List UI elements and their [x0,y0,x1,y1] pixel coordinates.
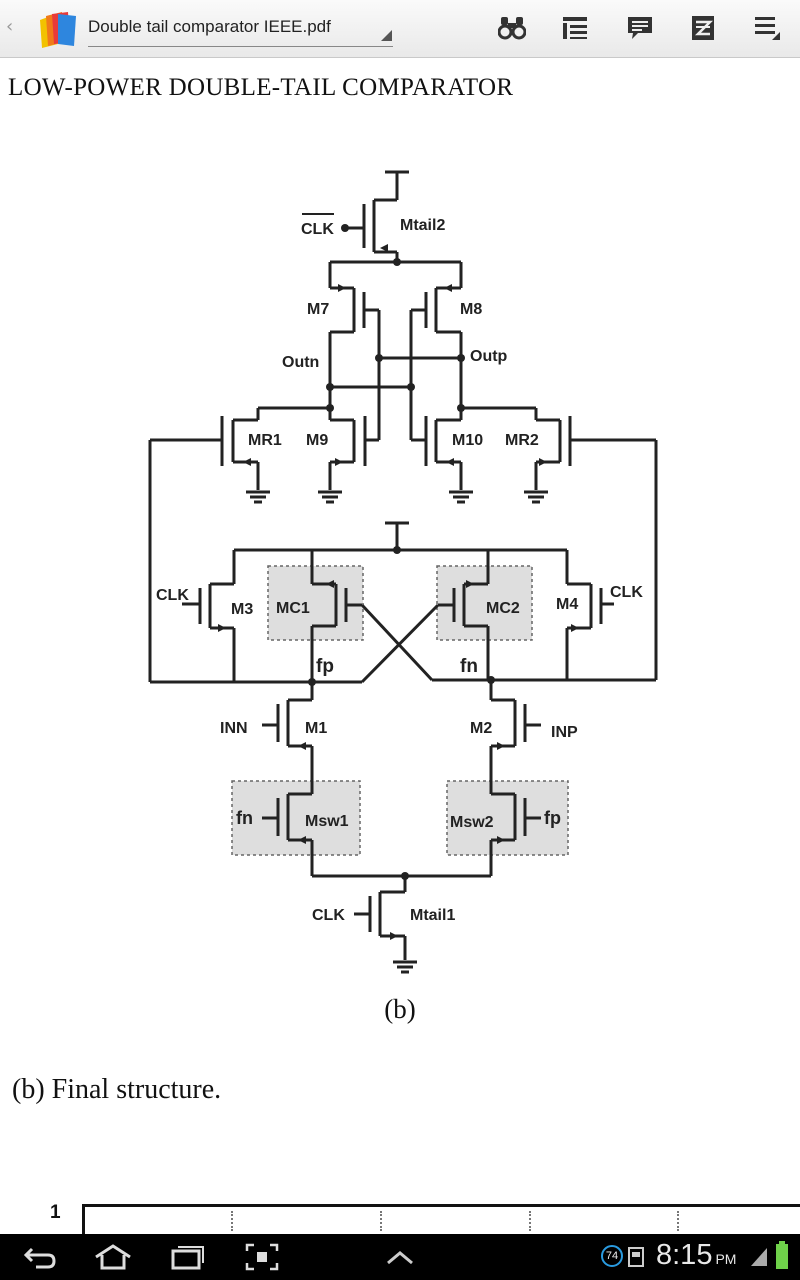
title-underline [88,46,393,47]
circuit-wires [148,170,658,960]
back-button[interactable] [20,1240,60,1274]
home-icon [95,1244,131,1270]
comment-button[interactable] [623,12,657,44]
label-fn: fn [460,656,478,677]
label-clk-bar: CLK [301,221,334,238]
notification-badge[interactable]: 74 [601,1245,623,1267]
binoculars-icon [498,17,526,40]
label-m10: M10 [452,432,483,449]
app-logo-icon[interactable] [34,6,82,52]
label-mtail2: Mtail2 [400,217,445,234]
comment-icon [628,17,652,39]
label-msw2: Msw2 [450,814,494,831]
clock-ampm: PM [715,1251,737,1267]
document-title[interactable]: Double tail comparator IEEE.pdf [88,17,331,36]
find-button[interactable] [495,12,529,44]
label-fn-gate: fn [236,808,253,828]
label-m3: M3 [231,601,253,618]
label-fp-gate: fp [544,808,561,828]
label-m8: M8 [460,301,482,318]
app-toolbar: ‹ Double tail comparator IEEE.pdf [0,0,800,58]
screenshot-icon [245,1243,279,1271]
label-inp: INP [551,724,578,741]
label-clk-left: CLK [156,587,189,604]
screenshot-button[interactable] [244,1240,280,1274]
back-chevron-icon[interactable]: ‹ [6,16,14,37]
label-m9: M9 [306,432,328,449]
outline-icon [563,17,587,39]
table-tick [677,1211,679,1231]
menu-icon [755,17,780,40]
table-fragment [82,1204,800,1234]
menu-up-button[interactable] [382,1240,418,1274]
storage-icon [628,1247,644,1267]
label-inn: INN [220,720,248,737]
label-msw1: Msw1 [305,813,349,830]
battery-icon [776,1241,788,1269]
ground-symbols [244,490,550,974]
label-m4: M4 [556,596,578,613]
menu-button[interactable] [750,12,784,44]
page-heading: LOW-POWER DOUBLE-TAIL COMPARATOR [8,74,514,101]
figure-label: (b) [384,994,416,1024]
table-row-number: 1 [50,1202,61,1223]
title-dropdown-indicator[interactable] [381,30,392,41]
label-m1: M1 [305,720,327,737]
label-clk-bottom: CLK [312,907,345,924]
home-button[interactable] [90,1240,136,1274]
label-mr2: MR2 [505,432,539,449]
label-mr1: MR1 [248,432,282,449]
junction-dots [308,224,495,880]
signal-icon [751,1248,767,1266]
outline-button[interactable] [558,12,592,44]
label-clk-right: CLK [610,584,643,601]
table-tick [231,1211,233,1231]
reflow-button[interactable] [686,12,720,44]
label-mc2: MC2 [486,600,520,617]
label-m7: M7 [307,301,329,318]
label-mc1: MC1 [276,600,310,617]
clock-time: 8:15 [656,1239,713,1271]
label-m2: M2 [470,720,492,737]
back-arrow-icon [23,1247,56,1269]
table-tick [380,1211,382,1231]
label-outp: Outp [470,348,508,365]
label-fp: fp [316,656,334,677]
recent-apps-icon [171,1246,204,1270]
circuit-arrows [218,244,579,940]
chevron-up-icon [387,1251,413,1265]
figure-caption: (b) Final structure. [12,1074,222,1105]
label-outn: Outn [282,354,319,371]
recent-apps-button[interactable] [168,1240,208,1274]
table-tick [529,1211,531,1231]
label-mtail1: Mtail1 [410,907,455,924]
circuit-diagram: CLK Mtail2 M7 M8 Outn Outp MR1 M9 M10 MR… [148,170,658,974]
reflow-icon [692,16,714,40]
